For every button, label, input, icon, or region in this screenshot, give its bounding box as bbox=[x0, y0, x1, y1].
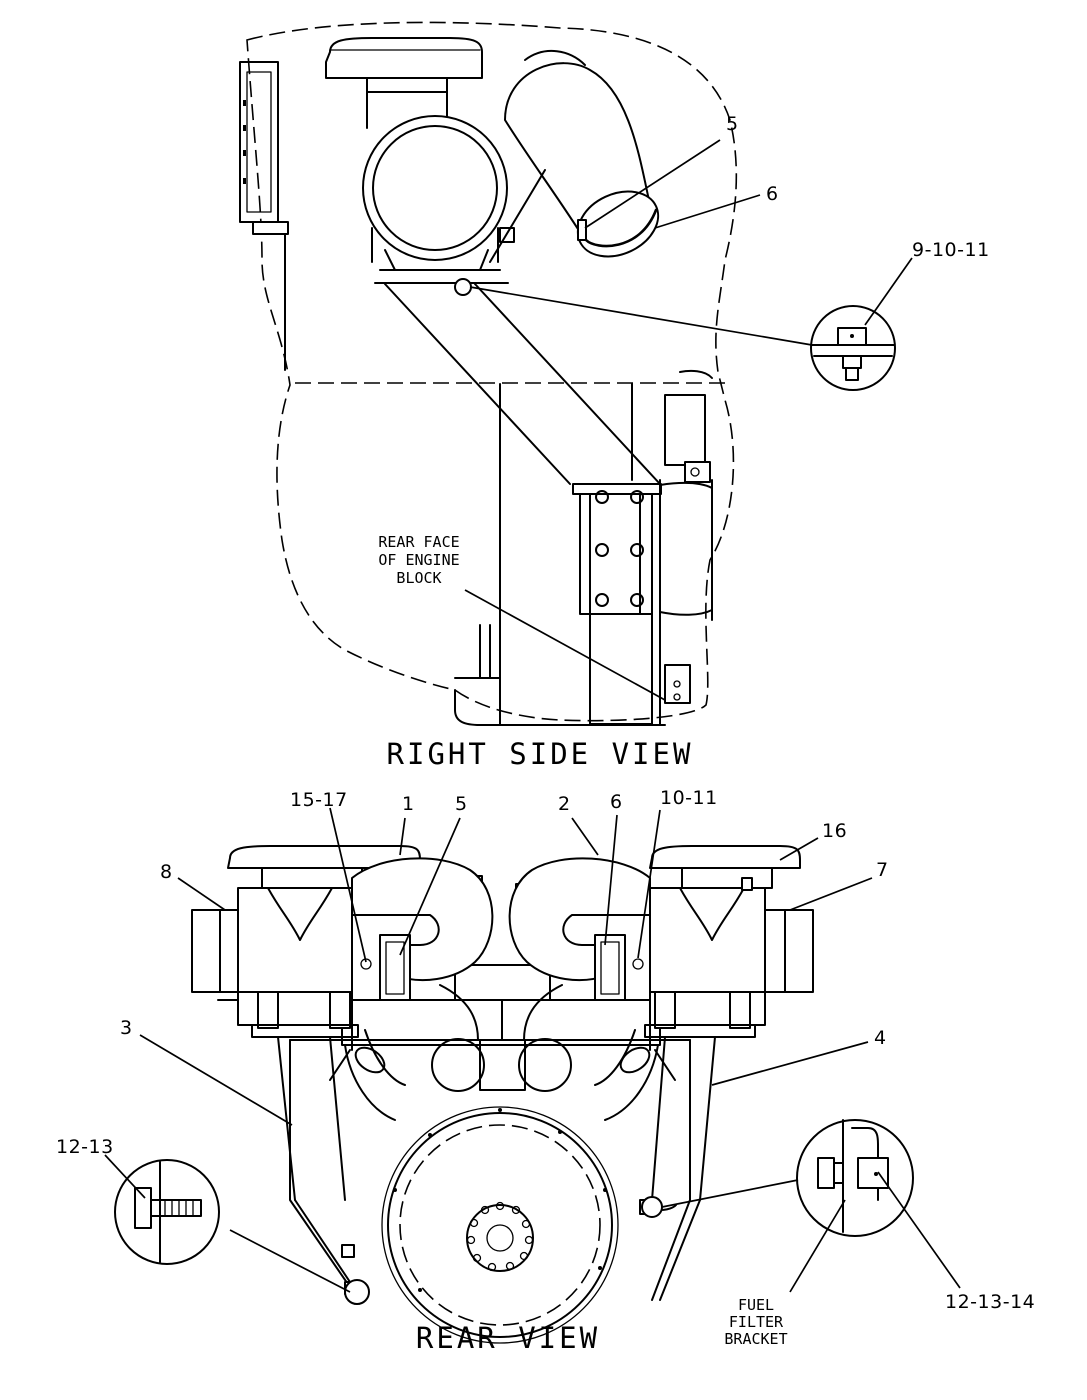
note-fuel-filter-2: FILTER bbox=[729, 1313, 784, 1331]
callout-rs-5: 5 bbox=[726, 113, 739, 135]
leader-r-5 bbox=[399, 817, 461, 956]
callout-r-8: 8 bbox=[160, 861, 173, 883]
leader-rs-5 bbox=[584, 139, 721, 229]
callout-r-12-13-14: 12-13-14 bbox=[945, 1291, 1035, 1313]
leader-r-10-11 bbox=[637, 809, 661, 959]
left-intake-elbow bbox=[351, 857, 494, 1051]
leader-r-4 bbox=[711, 1041, 869, 1086]
leader-r-6 bbox=[604, 814, 618, 946]
right-air-cleaner bbox=[632, 845, 814, 1038]
detail-circle-12-13-14 bbox=[796, 1119, 914, 1237]
flywheel-housing bbox=[289, 1039, 691, 1344]
detail-circle-12-13 bbox=[114, 1159, 220, 1265]
leader-r-7 bbox=[789, 877, 873, 911]
leader-rs-detail bbox=[469, 286, 813, 346]
callout-r-3: 3 bbox=[120, 1017, 133, 1039]
right-side-view-title: RIGHT SIDE VIEW bbox=[387, 737, 694, 771]
note-rear-face-3: BLOCK bbox=[396, 569, 441, 587]
left-air-cleaner bbox=[191, 845, 421, 1038]
leader-r-2 bbox=[571, 817, 599, 856]
callout-rs-6: 6 bbox=[766, 183, 779, 205]
note-rear-face-1: REAR FACE bbox=[378, 533, 459, 551]
detail-circle-9-10-11 bbox=[810, 305, 896, 391]
side-panel bbox=[239, 61, 289, 371]
leader-r-16 bbox=[779, 837, 819, 861]
leader-r-3 bbox=[139, 1034, 293, 1126]
intake-tube-lower bbox=[384, 283, 691, 725]
note-rear-face-2: OF ENGINE bbox=[378, 551, 459, 569]
left-down-tube bbox=[277, 1036, 360, 1295]
right-down-tube bbox=[639, 1036, 716, 1301]
callout-r-5: 5 bbox=[455, 793, 468, 815]
callout-r-6: 6 bbox=[610, 791, 623, 813]
callout-r-10-11: 10-11 bbox=[660, 787, 718, 809]
rear-view: 15-17 1 5 2 6 10-11 16 8 7 3 4 12-13 12-… bbox=[56, 787, 1035, 1355]
leader-rs-9-10-11 bbox=[864, 257, 913, 326]
leader-rs-6 bbox=[654, 194, 761, 229]
note-fuel-filter-1: FUEL bbox=[738, 1296, 774, 1314]
callout-r-1: 1 bbox=[402, 793, 415, 815]
leader-rear-face bbox=[464, 589, 666, 701]
rear-view-title: REAR VIEW bbox=[416, 1321, 600, 1355]
leader-r-detail-right bbox=[661, 1179, 799, 1208]
callout-r-12-13: 12-13 bbox=[56, 1136, 114, 1158]
callout-r-15-17: 15-17 bbox=[290, 789, 348, 811]
callout-r-16: 16 bbox=[822, 820, 847, 842]
leader-r-15-17 bbox=[329, 807, 367, 963]
callout-r-7: 7 bbox=[876, 859, 889, 881]
engine-block-body bbox=[454, 369, 713, 726]
leader-r-12-13-14 bbox=[877, 1171, 961, 1289]
callout-rs-9-10-11: 9-10-11 bbox=[912, 239, 990, 261]
leader-r-fuel-filter bbox=[789, 1199, 846, 1293]
intake-tube-upper bbox=[489, 49, 660, 263]
right-intake-elbow bbox=[508, 857, 651, 1051]
engine-phantom-outline bbox=[246, 21, 738, 722]
leader-r-8 bbox=[177, 877, 226, 911]
leader-r-1 bbox=[399, 817, 406, 856]
air-cleaner-housing bbox=[325, 37, 515, 284]
note-fuel-filter-3: BRACKET bbox=[724, 1330, 787, 1348]
right-side-view: 5 6 9-10-11 REAR FACE OF ENGINE BLOCK RI… bbox=[239, 21, 990, 771]
callout-r-4: 4 bbox=[874, 1027, 887, 1049]
leader-r-12-13 bbox=[104, 1154, 146, 1199]
leader-r-detail-left bbox=[229, 1229, 351, 1293]
callout-r-2: 2 bbox=[558, 793, 571, 815]
